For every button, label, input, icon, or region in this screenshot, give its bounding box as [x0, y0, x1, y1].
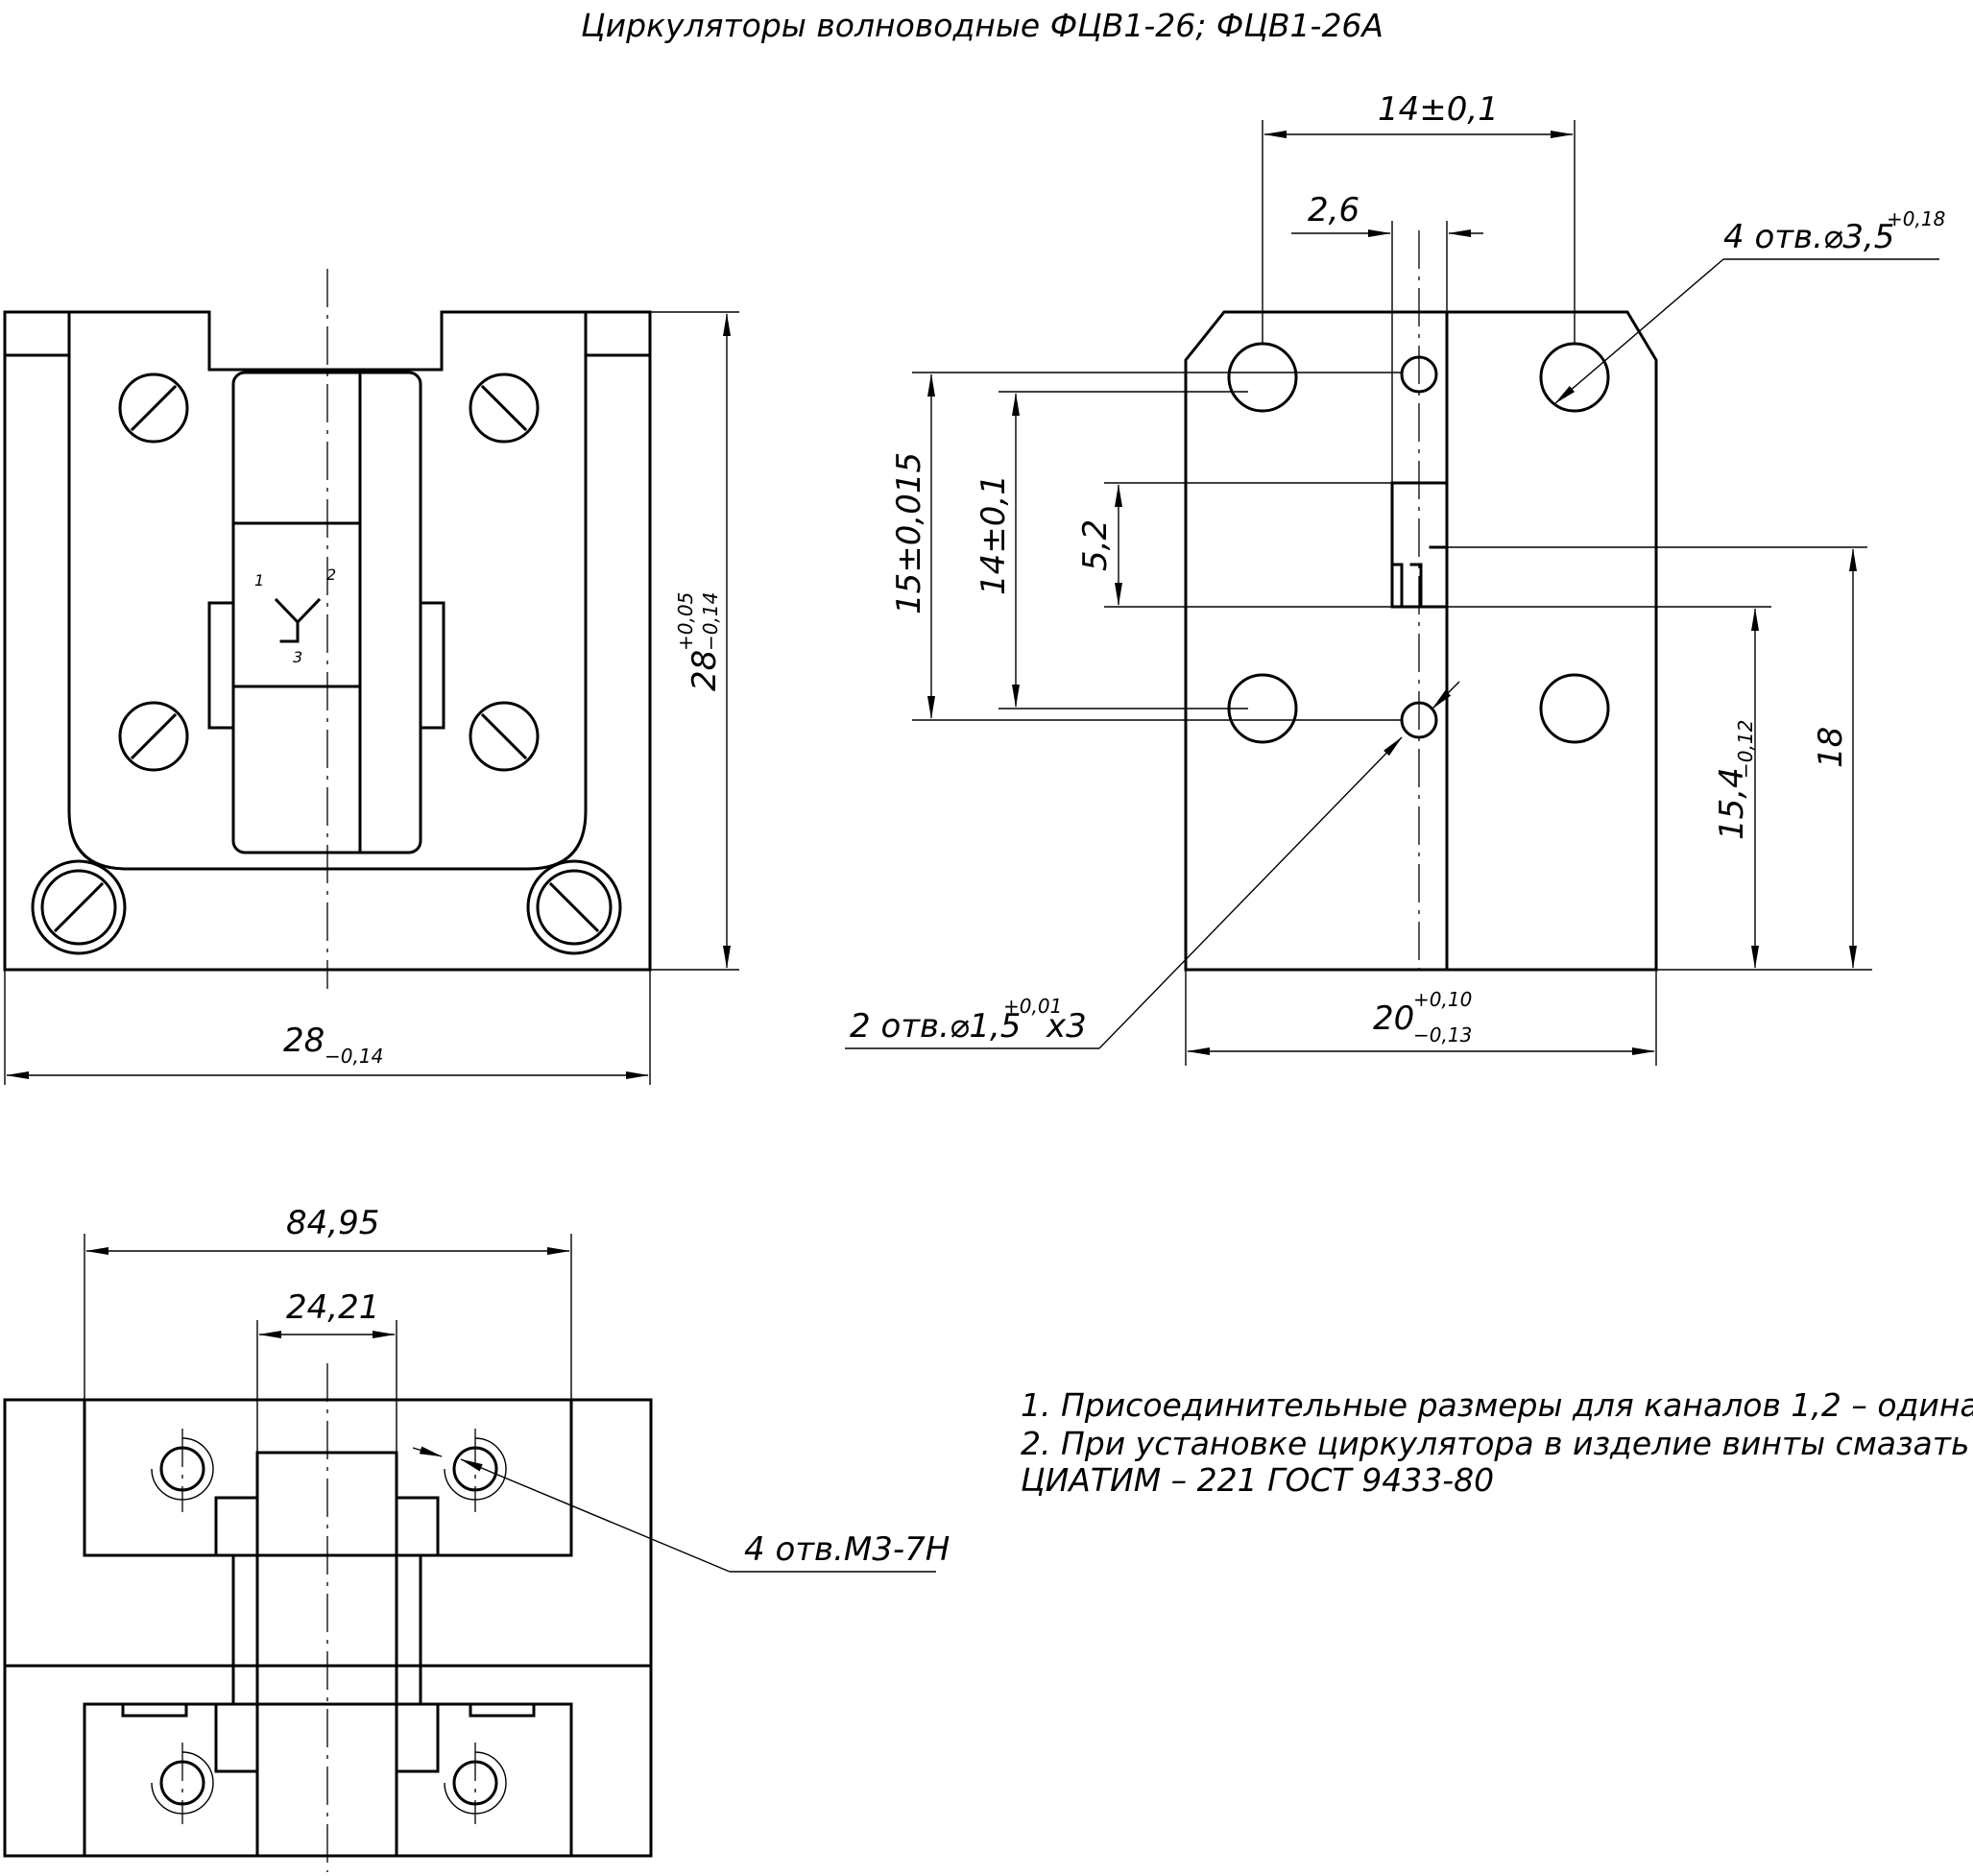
front-tab-right	[419, 601, 445, 730]
screw-icon	[469, 701, 540, 772]
side-view: 14±0,1 2,6 4 отв.⌀3,5 +0,18 15±0,015 14±…	[845, 90, 1945, 1066]
front-corner-right	[584, 310, 652, 357]
side-pin-tol: +0,01	[1003, 995, 1062, 1018]
top-thread-label: 4 отв.М3-7Н	[744, 1530, 950, 1569]
side-hole	[1227, 342, 1298, 413]
note-1: 1. Присоединительные размеры для каналов…	[1021, 1386, 1973, 1424]
circulator-symbol-icon	[274, 597, 322, 643]
screw-icon	[526, 859, 622, 955]
front-width-tol: −0,14	[325, 1045, 383, 1068]
side-pin-depth: x3	[1046, 1007, 1087, 1046]
side-dim-20-value: 20	[1373, 999, 1414, 1038]
top-dim-2421-value: 24,21	[286, 1288, 379, 1327]
front-tab-left	[207, 601, 235, 730]
port-1-label: 1	[254, 571, 264, 589]
side-dim-52-value: 5,2	[1076, 519, 1115, 571]
side-holes-tol: +0,18	[1887, 207, 1945, 230]
side-holes-label: 4 отв.⌀3,5	[1723, 218, 1894, 256]
side-dim-14-top-value: 14±0,1	[1378, 90, 1499, 129]
top-lower-flange	[83, 1702, 573, 1858]
screw-icon	[118, 701, 189, 772]
notes: 1. Присоединительные размеры для каналов…	[1021, 1386, 1973, 1499]
side-dim-20-upper-tol: +0,10	[1413, 988, 1472, 1011]
side-dim-26-value: 2,6	[1308, 191, 1359, 229]
screw-icon	[118, 373, 189, 444]
side-dim-20-lower-tol: −0,13	[1413, 1023, 1472, 1046]
front-height-lower-tol: −0,14	[699, 592, 722, 651]
front-height-value: 28	[686, 650, 724, 691]
front-view: 1 2 3 28 +0,05 −0,14 28 −0,14	[3, 269, 739, 1085]
front-width-value: 28	[283, 1022, 325, 1060]
side-hole	[1539, 342, 1610, 413]
side-dim-14-vertical-value: 14±0,1	[974, 474, 1013, 595]
side-dim-18-value: 18	[1812, 727, 1850, 768]
port-3-label: 3	[293, 648, 302, 666]
note-2: 2. При установке циркулятора в изделие в…	[1021, 1425, 1973, 1462]
side-pin-label: 2 отв.⌀1,5	[850, 1007, 1021, 1046]
front-body-outline	[3, 310, 652, 972]
screw-icon	[31, 859, 127, 955]
front-height-upper-tol: +0,05	[674, 592, 697, 651]
top-view: 84,95 24,21 4 отв.М3-7Н	[3, 1204, 950, 1872]
side-dim-154-value: 15,4	[1713, 767, 1751, 840]
side-hole	[1539, 673, 1610, 744]
top-dim-8495-value: 84,95	[286, 1204, 379, 1242]
side-dim-154-tol: −0,12	[1734, 720, 1757, 779]
screw-icon	[469, 373, 540, 444]
note-2-continued: ЦИАТИМ – 221 ГОСТ 9433-80	[1021, 1461, 1494, 1499]
drawing-title: Циркуляторы волноводные ФЦВ1-26; ФЦВ1-26…	[581, 7, 1384, 44]
port-2-label: 2	[326, 565, 336, 584]
front-corner-left	[3, 310, 71, 357]
side-dim-15-value: 15±0,015	[890, 452, 928, 614]
